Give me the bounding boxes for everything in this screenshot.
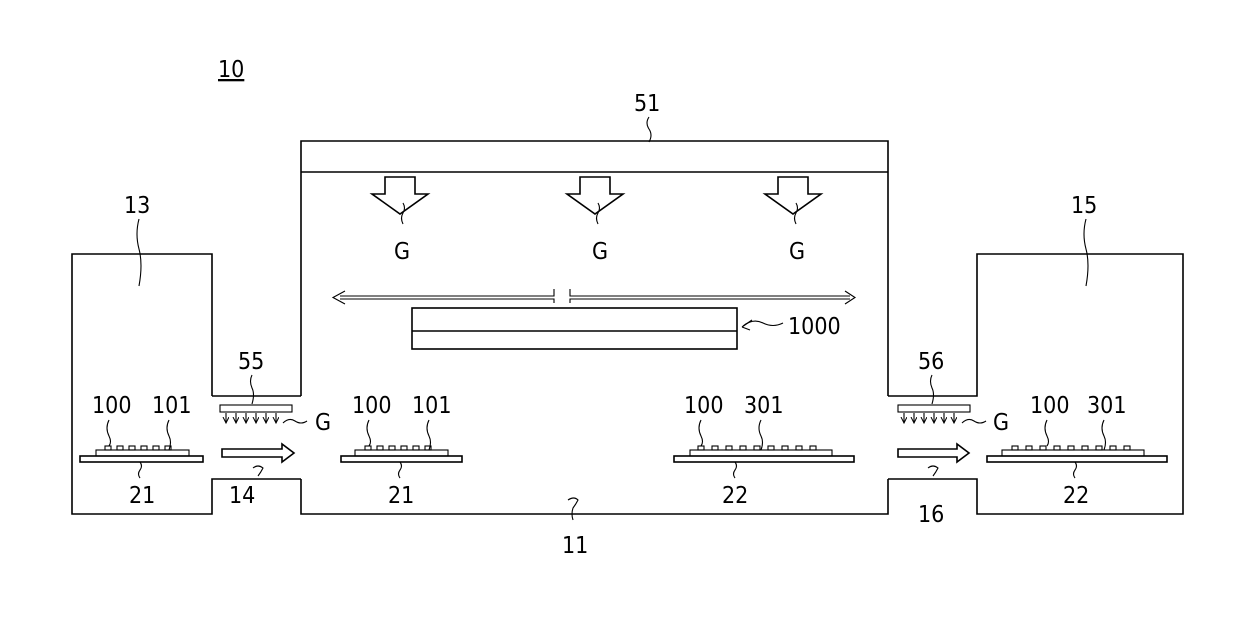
s2-label-101: 101	[412, 393, 452, 419]
s4-label-301: 301	[1087, 393, 1127, 419]
label-13: 13	[124, 193, 150, 219]
label-14: 14	[229, 483, 255, 509]
s1-label-101: 101	[152, 393, 192, 419]
s4-label-22: 22	[1063, 483, 1089, 509]
label-56: 56	[918, 349, 944, 375]
label-g-right: G	[993, 410, 1009, 436]
label-15: 15	[1071, 193, 1097, 219]
label-1000: 1000	[788, 314, 841, 340]
s3-label-301: 301	[744, 393, 784, 419]
s3-label-100: 100	[684, 393, 724, 419]
transfer-arrow-14	[222, 444, 294, 462]
substrate-holder-2	[341, 446, 462, 462]
label-16: 16	[918, 502, 944, 528]
substrate-holder-4	[987, 446, 1167, 462]
s1-label-21: 21	[129, 483, 155, 509]
s3-label-22: 22	[722, 483, 748, 509]
gas-label-2: G	[592, 239, 608, 265]
gas-label-1: G	[394, 239, 410, 265]
label-51: 51	[634, 91, 660, 117]
right-unload-chamber	[888, 254, 1183, 514]
label-g-left: G	[315, 410, 331, 436]
gas-nozzle-55	[220, 405, 292, 423]
s2-label-21: 21	[388, 483, 414, 509]
s2-label-100: 100	[352, 393, 392, 419]
label-55: 55	[238, 349, 264, 375]
label-11: 11	[562, 533, 588, 559]
substrate-holder-3	[674, 446, 854, 462]
gas-label-3: G	[789, 239, 805, 265]
left-load-chamber	[72, 254, 301, 514]
s4-label-100: 100	[1030, 393, 1070, 419]
gas-arrow-1	[372, 177, 428, 214]
gas-nozzle-56	[898, 405, 970, 423]
transfer-arrow-16	[898, 444, 969, 462]
figure-number: 10	[218, 57, 244, 83]
substrate-holder-1	[80, 446, 203, 462]
mask-assembly	[412, 308, 737, 349]
s1-label-100: 100	[92, 393, 132, 419]
gas-arrow-2	[567, 177, 623, 214]
horizontal-movement-arrows	[333, 289, 855, 304]
gas-arrow-3	[765, 177, 821, 214]
